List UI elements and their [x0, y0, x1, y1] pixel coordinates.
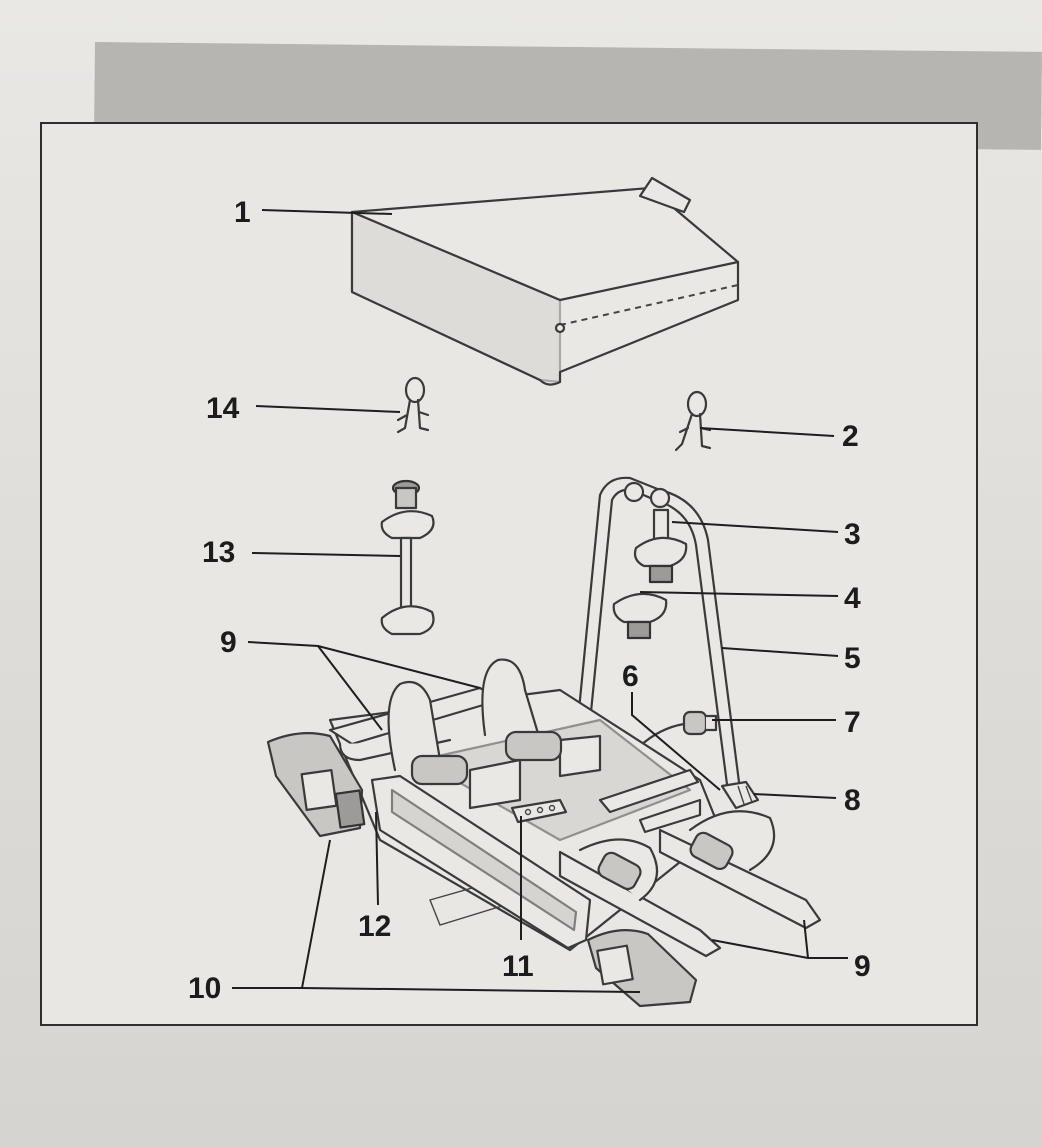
callout-3: 3 [844, 518, 861, 551]
rear-light-right [586, 929, 698, 1008]
key-set-left-icon [396, 376, 430, 434]
callout-6: 6 [622, 660, 639, 693]
storage-bag [350, 176, 740, 386]
third-bike-support [510, 798, 568, 824]
callout-11: 11 [502, 950, 534, 983]
arch-hinge [720, 780, 760, 810]
callout-1: 1 [234, 196, 251, 229]
spacer-bar [380, 479, 435, 636]
callout-10: 10 [188, 972, 221, 1005]
wheel-tray-lower [558, 810, 822, 958]
callout-2: 2 [842, 420, 859, 453]
callout-4: 4 [844, 582, 861, 615]
callout-7: 7 [844, 706, 861, 739]
callout-8: 8 [844, 784, 861, 817]
frame-holder-upper [633, 508, 688, 584]
callout-9-lower: 9 [854, 950, 871, 983]
rear-light-left [266, 732, 366, 838]
wheel-tray-upper [328, 658, 563, 786]
callout-14: 14 [206, 392, 240, 425]
frame-holder-lower [612, 592, 668, 640]
callout-12: 12 [358, 910, 391, 943]
number-plate-holder [370, 774, 592, 950]
callout-9-upper: 9 [220, 626, 237, 659]
callout-13: 13 [202, 536, 235, 569]
key-set-right-icon [674, 390, 712, 452]
leader-lines [232, 209, 848, 993]
callout-5: 5 [844, 642, 861, 675]
